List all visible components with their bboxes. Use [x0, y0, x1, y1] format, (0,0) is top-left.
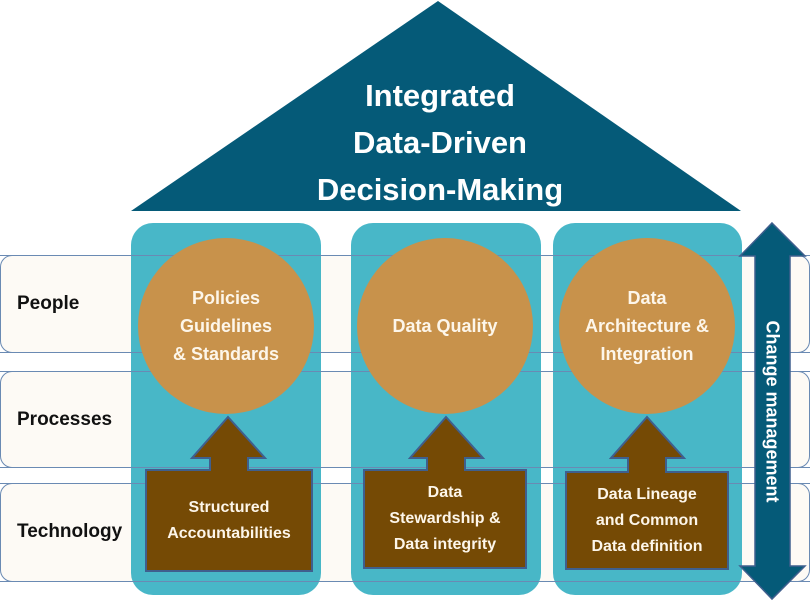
circle-text-line: Data — [627, 288, 667, 308]
foundation-text-line: Data integrity — [393, 536, 497, 553]
roof-title-line: Integrated — [365, 78, 515, 113]
circle-text-line: Architecture & — [584, 316, 710, 336]
foundation-text-line: Data definition — [591, 537, 703, 555]
up-arrow-shape-3 — [565, 415, 729, 570]
up-arrow-shape-1 — [145, 415, 313, 572]
roof-title-line: Decision-Making — [316, 172, 564, 207]
foundation-text-line: Accountabilities — [167, 524, 291, 542]
roof-triangle — [131, 1, 741, 211]
roof-title-line: Data-Driven — [353, 125, 527, 160]
foundation-text-line: and Common — [595, 511, 699, 529]
foundation-data-stewardship: Data Stewardship & Data integrity — [364, 470, 526, 568]
circle-text-line: & Standards — [172, 344, 280, 364]
goal-circle-policies: Policies Guidelines & Standards — [138, 238, 314, 414]
row-label-technology: Technology — [17, 521, 123, 542]
row-label-processes: Processes — [17, 409, 113, 430]
goal-circle-data-architecture: Data Architecture & Integration — [559, 238, 735, 414]
foundation-text-line: Data — [427, 484, 463, 501]
circle-text-line: Policies — [191, 288, 261, 308]
foundation-text-line: Structured — [188, 498, 270, 516]
change-management-label: Change management — [762, 320, 783, 503]
foundation-structured-accountabilities: Structured Accountabilities — [146, 470, 312, 571]
foundation-text-line: Data Lineage — [597, 485, 697, 503]
foundation-data-lineage: Data Lineage and Common Data definition — [566, 472, 728, 569]
circle-text-line: Integration — [600, 344, 694, 364]
roof-title: Integrated Data-Driven Decision-Making — [220, 72, 660, 213]
foundation-text-line: Stewardship & — [389, 510, 501, 527]
goal-circle-data-quality: Data Quality — [357, 238, 533, 414]
circle-text-line: Data Quality — [392, 316, 498, 336]
row-label-people: People — [17, 293, 80, 314]
up-arrow-shape-2 — [363, 415, 527, 569]
circle-text-line: Guidelines — [179, 316, 273, 336]
